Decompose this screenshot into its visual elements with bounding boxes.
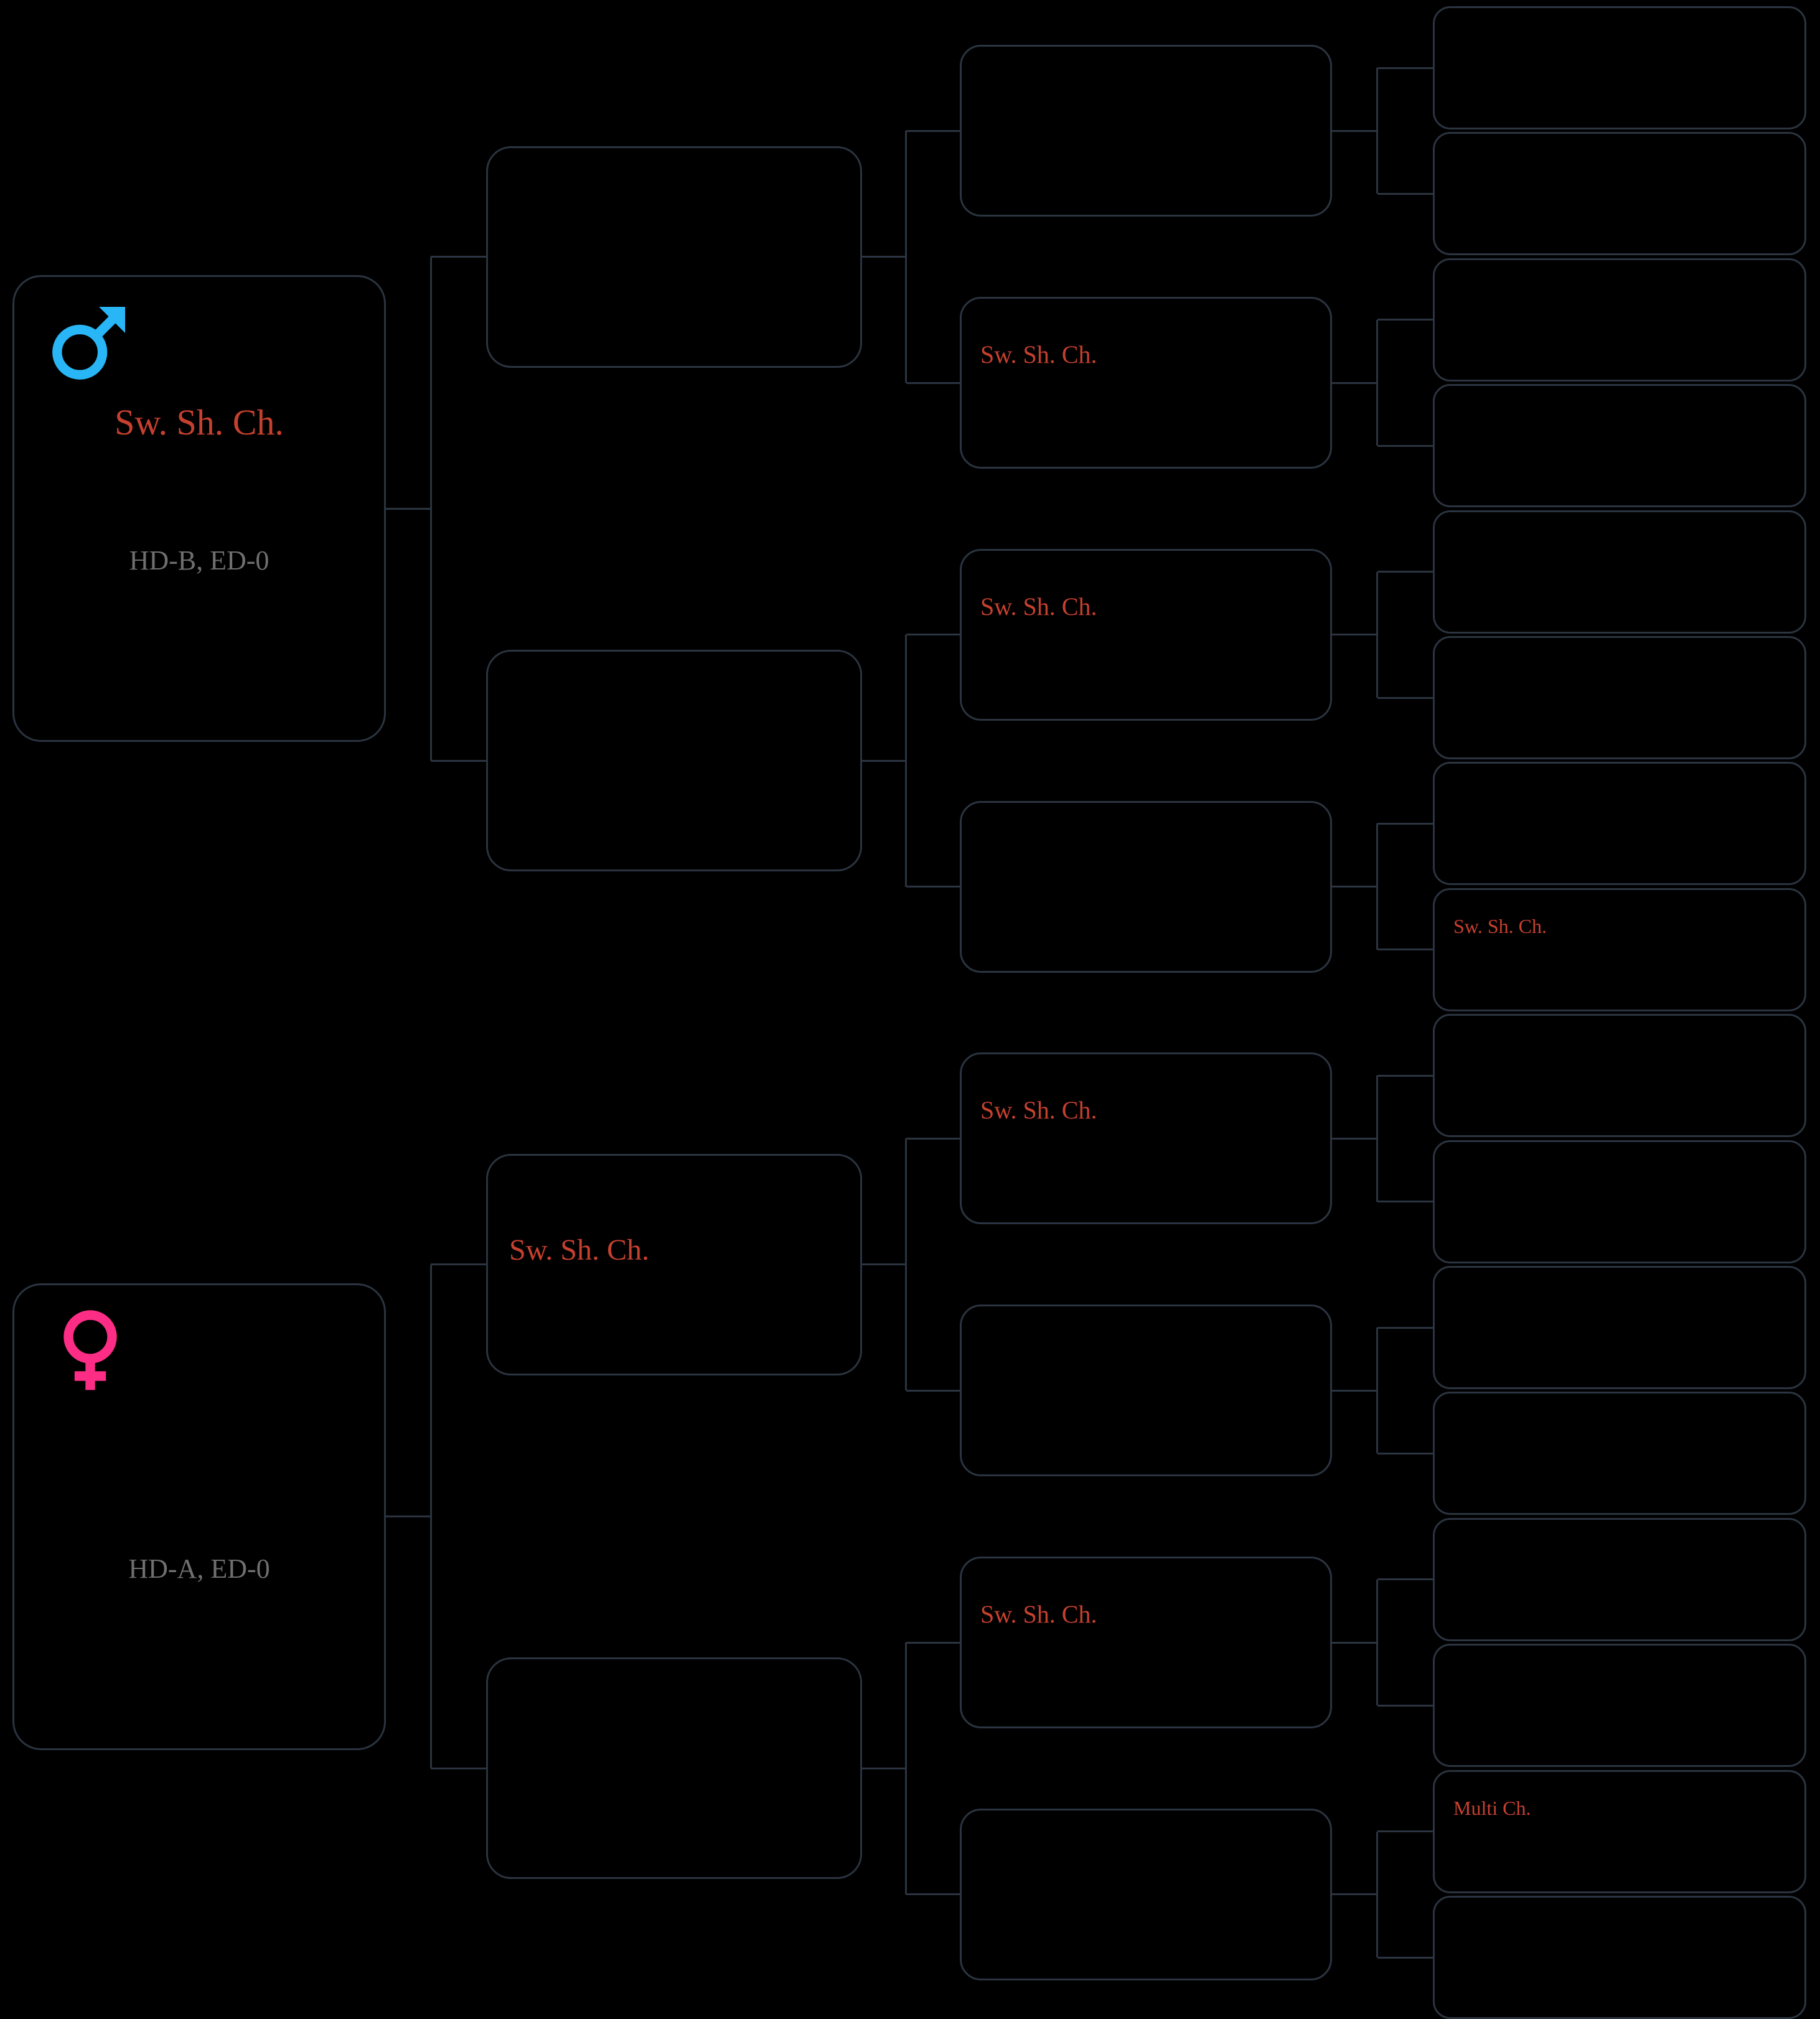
- connector-line: [1377, 1074, 1433, 1077]
- connector-line: [1377, 696, 1433, 699]
- connector-line: [386, 507, 431, 510]
- pedigree-card-g3-5[interactable]: Sw. Sh. Ch.: [960, 1052, 1332, 1225]
- pedigree-card-g4-12[interactable]: [1433, 1392, 1806, 1515]
- pedigree-card-g4-14[interactable]: [1433, 1644, 1806, 1768]
- pedigree-card-g3-2[interactable]: Sw. Sh. Ch.: [960, 297, 1332, 469]
- connector-line: [1376, 1579, 1379, 1706]
- card-title: Sw. Sh. Ch.: [980, 340, 1097, 368]
- connector-line: [1377, 67, 1433, 69]
- connector-line: [906, 1893, 960, 1896]
- connector-line: [1376, 319, 1379, 446]
- connector-line: [906, 1641, 960, 1644]
- connector-line: [1377, 822, 1433, 825]
- connector-line: [429, 256, 432, 761]
- connector-line: [1376, 1831, 1379, 1957]
- pedigree-card-g3-4[interactable]: [960, 800, 1332, 973]
- connector-line: [1377, 571, 1433, 573]
- connector-line: [1377, 949, 1433, 951]
- card-title: Sw. Sh. Ch.: [1453, 914, 1547, 937]
- connector-line: [1377, 319, 1433, 321]
- card-health-info: HD-B, ED-0: [129, 545, 270, 576]
- connector-line: [905, 634, 908, 887]
- pedigree-card-g3-1[interactable]: [960, 45, 1332, 217]
- pedigree-card-g4-13[interactable]: [1433, 1517, 1806, 1641]
- connector-line: [1376, 823, 1379, 950]
- venus-icon: [63, 1309, 117, 1390]
- connector-line: [429, 1264, 432, 1769]
- mars-icon: [52, 307, 125, 380]
- pedigree-card-g4-10[interactable]: [1433, 1140, 1806, 1263]
- pedigree-card-g2-2[interactable]: [486, 650, 862, 872]
- connector-line: [1332, 634, 1377, 636]
- card-title: Sw. Sh. Ch.: [980, 592, 1097, 621]
- connector-line: [905, 1642, 908, 1895]
- connector-line: [905, 1138, 908, 1391]
- pedigree-card-g3-3[interactable]: Sw. Sh. Ch.: [960, 548, 1332, 721]
- connector-line: [1377, 1201, 1433, 1203]
- connector-line: [431, 1767, 486, 1769]
- pedigree-card-g3-6[interactable]: [960, 1305, 1332, 1477]
- card-title: Sw. Sh. Ch.: [115, 402, 284, 443]
- connector-line: [1332, 382, 1377, 384]
- connector-line: [1376, 68, 1379, 194]
- connector-line: [1377, 1704, 1433, 1707]
- pedigree-card-g3-7[interactable]: Sw. Sh. Ch.: [960, 1557, 1332, 1728]
- connector-line: [1377, 1578, 1433, 1581]
- pedigree-card-g4-2[interactable]: [1433, 132, 1806, 256]
- connector-line: [906, 382, 960, 384]
- pedigree-card-g2-4[interactable]: [486, 1657, 862, 1880]
- connector-line: [906, 129, 960, 132]
- connector-line: [386, 1515, 431, 1518]
- connector-line: [906, 886, 960, 888]
- pedigree-card-g4-8[interactable]: Sw. Sh. Ch.: [1433, 888, 1806, 1011]
- connector-line: [431, 256, 486, 258]
- connector-line: [1376, 571, 1379, 698]
- connector-line: [1376, 1075, 1379, 1202]
- connector-line: [1376, 1328, 1379, 1454]
- pedigree-card-g4-3[interactable]: [1433, 258, 1806, 382]
- pedigree-card-g4-1[interactable]: [1433, 6, 1806, 129]
- pedigree-card-g2-1[interactable]: [486, 146, 862, 368]
- pedigree-card-g4-6[interactable]: [1433, 636, 1806, 759]
- connector-line: [1332, 1641, 1377, 1644]
- connector-line: [1332, 1137, 1377, 1140]
- pedigree-card-g4-7[interactable]: [1433, 762, 1806, 886]
- connector-line: [905, 131, 908, 383]
- card-title: Sw. Sh. Ch.: [980, 1096, 1097, 1125]
- card-health-info: HD-A, ED-0: [128, 1553, 270, 1584]
- connector-line: [906, 1389, 960, 1392]
- connector-line: [1332, 129, 1377, 132]
- connector-line: [906, 634, 960, 636]
- pedigree-card-g4-4[interactable]: [1433, 384, 1806, 508]
- connector-line: [431, 759, 486, 762]
- pedigree-card-g4-5[interactable]: [1433, 510, 1806, 634]
- card-title: Sw. Sh. Ch.: [980, 1600, 1097, 1628]
- connector-line: [1332, 886, 1377, 888]
- connector-line: [1377, 192, 1433, 195]
- connector-line: [1377, 1830, 1433, 1833]
- connector-line: [906, 1137, 960, 1140]
- pedigree-card-g4-15[interactable]: Multi Ch.: [1433, 1769, 1806, 1893]
- pedigree-card-g3-8[interactable]: [960, 1808, 1332, 1980]
- pedigree-card-g4-11[interactable]: [1433, 1266, 1806, 1389]
- pedigree-card-sire[interactable]: Sw. Sh. Ch. HD-B, ED-0: [12, 275, 386, 742]
- connector-line: [862, 759, 906, 762]
- connector-line: [431, 1263, 486, 1266]
- pedigree-card-g4-9[interactable]: [1433, 1014, 1806, 1138]
- connector-line: [1332, 1893, 1377, 1896]
- card-title: Sw. Sh. Ch.: [509, 1233, 649, 1267]
- pedigree-card-dam[interactable]: HD-A, ED-0: [12, 1283, 386, 1750]
- connector-line: [862, 1767, 906, 1769]
- connector-line: [862, 1263, 906, 1266]
- card-title: Multi Ch.: [1453, 1796, 1531, 1819]
- pedigree-card-g2-3[interactable]: Sw. Sh. Ch.: [486, 1153, 862, 1375]
- connector-line: [1377, 1452, 1433, 1455]
- connector-line: [1377, 1326, 1433, 1329]
- connector-line: [1332, 1389, 1377, 1392]
- connector-line: [1377, 1956, 1433, 1959]
- connector-line: [862, 256, 906, 258]
- pedigree-card-g4-16[interactable]: [1433, 1896, 1806, 2019]
- connector-line: [1377, 444, 1433, 447]
